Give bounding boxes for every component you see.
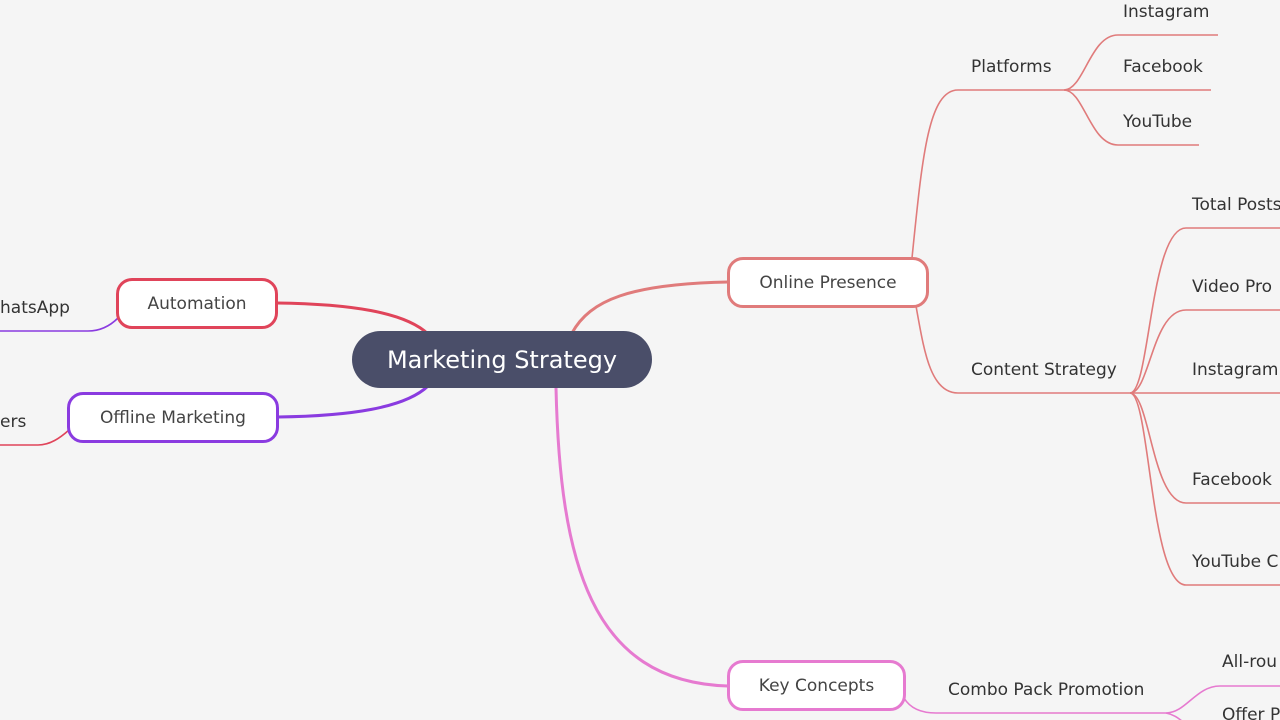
node-offline-marketing-label: Offline Marketing bbox=[100, 407, 246, 428]
leaf-youtube-content[interactable]: YouTube C bbox=[1192, 552, 1279, 572]
leaf-video-promo[interactable]: Video Pro bbox=[1192, 277, 1273, 297]
node-content-strategy[interactable]: Content Strategy bbox=[971, 360, 1117, 380]
link-root-automation bbox=[276, 301, 430, 336]
link-automation-child bbox=[0, 317, 119, 332]
node-offline-marketing[interactable]: Offline Marketing bbox=[67, 392, 279, 443]
link-online-content bbox=[915, 305, 1130, 394]
link-combo-allround bbox=[1165, 685, 1280, 714]
node-key-concepts[interactable]: Key Concepts bbox=[727, 660, 906, 711]
link-content-video bbox=[1129, 309, 1280, 394]
link-root-key-concepts bbox=[554, 387, 729, 688]
link-content-facebook bbox=[1129, 392, 1280, 504]
node-combo-pack-promotion-label: Combo Pack Promotion bbox=[948, 680, 1145, 700]
node-online-presence-label: Online Presence bbox=[759, 272, 897, 293]
node-online-presence[interactable]: Online Presence bbox=[727, 257, 929, 308]
node-automation-label: Automation bbox=[147, 293, 247, 314]
root-node[interactable]: Marketing Strategy bbox=[352, 331, 652, 388]
leaf-instagram[interactable]: Instagram bbox=[1123, 2, 1210, 22]
leaf-offer[interactable]: Offer P bbox=[1222, 705, 1280, 720]
leaf-instagram-content[interactable]: Instagram bbox=[1192, 360, 1279, 380]
leaf-automation-child[interactable]: hatsApp bbox=[0, 298, 70, 318]
link-content-total-posts bbox=[1129, 227, 1280, 394]
leaf-total-posts[interactable]: Total Posts bbox=[1192, 195, 1280, 215]
node-combo-pack-promotion[interactable]: Combo Pack Promotion bbox=[948, 680, 1144, 700]
node-automation[interactable]: Automation bbox=[116, 278, 278, 329]
node-platforms-label: Platforms bbox=[971, 57, 1052, 77]
link-combo-offer bbox=[1165, 712, 1182, 720]
node-key-concepts-label: Key Concepts bbox=[758, 675, 875, 696]
leaf-all-round[interactable]: All-rou bbox=[1222, 652, 1278, 672]
link-platforms-instagram bbox=[1063, 34, 1218, 91]
link-platforms-youtube bbox=[1063, 89, 1199, 146]
link-key-combo bbox=[903, 697, 1166, 714]
leaf-facebook[interactable]: Facebook bbox=[1123, 57, 1203, 77]
link-content-youtube bbox=[1129, 392, 1280, 586]
root-label: Marketing Strategy bbox=[386, 345, 618, 374]
link-root-online-presence bbox=[570, 280, 729, 334]
node-content-strategy-label: Content Strategy bbox=[971, 360, 1117, 380]
leaf-youtube[interactable]: YouTube bbox=[1123, 112, 1193, 132]
link-root-offline-marketing bbox=[277, 384, 430, 419]
link-online-platforms bbox=[911, 89, 1064, 259]
leaf-facebook-content[interactable]: Facebook bbox=[1192, 470, 1272, 490]
leaf-offline-child[interactable]: ers bbox=[0, 412, 27, 432]
link-offline-child bbox=[0, 429, 70, 446]
node-platforms[interactable]: Platforms bbox=[971, 57, 1052, 77]
